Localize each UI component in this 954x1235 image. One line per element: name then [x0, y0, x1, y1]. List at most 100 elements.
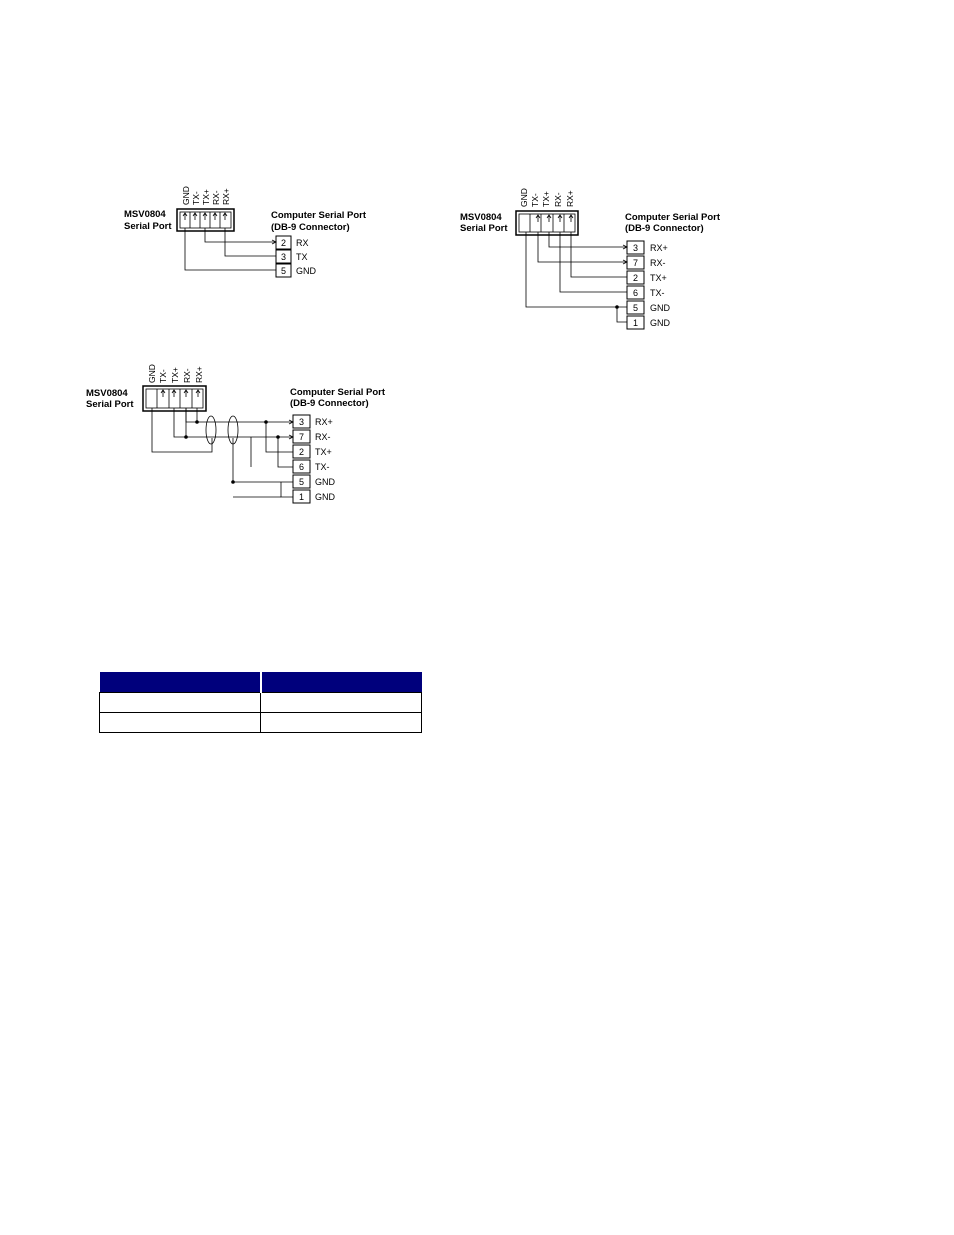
db9-pin-box: [292, 414, 311, 429]
db9-pin-box: [275, 235, 292, 250]
rs485-wiring-diagram: MSV0804 Serial Port GND TX- TX+ RX- RX+ …: [0, 0, 954, 520]
db9-signal-label: TX: [296, 252, 308, 262]
device-label-line1: MSV0804: [86, 388, 128, 399]
device-label-line2: Serial Port: [86, 399, 134, 410]
terminal-dividers: [529, 214, 565, 232]
terminal-arrows: [182, 212, 228, 220]
pin-label-tx-minus: TX-: [158, 369, 168, 383]
db9-pin-box: [275, 263, 292, 278]
terminal-block-inner: [145, 388, 204, 409]
db9-pin-box: [626, 285, 645, 300]
pin-label-tx-plus: TX+: [170, 367, 180, 383]
table-cell: [99, 712, 261, 733]
db9-pin-number: 1: [633, 318, 638, 328]
db9-pin-box: [626, 315, 645, 330]
table-header-cell: [99, 672, 262, 693]
computer-label-line1: Computer Serial Port: [290, 387, 386, 398]
device-label-line1: MSV0804: [124, 209, 166, 220]
terminal-arrows: [160, 389, 201, 397]
twisted-pair-marker: [227, 415, 239, 445]
db9-pin-box: [292, 474, 311, 489]
wire-junction: [264, 420, 268, 424]
pin-label-rx-minus: RX-: [211, 190, 221, 205]
db9-pin-number: 2: [633, 273, 638, 283]
db9-pin-box: [626, 270, 645, 285]
db9-pin-box: [292, 429, 311, 444]
db9-signal-label: GND: [315, 477, 336, 487]
db9-pin-number: 7: [633, 258, 638, 268]
db9-pin-number: 2: [281, 238, 286, 248]
db9-pin-box: [275, 249, 292, 264]
rs422-wiring-diagram: MSV0804 Serial Port GND TX- TX+ RX- RX+ …: [0, 0, 954, 340]
wire-junction: [184, 435, 188, 439]
db9-pin-box: [292, 444, 311, 459]
pin-label-tx-plus: TX+: [541, 191, 551, 207]
db9-pin-box: [626, 300, 645, 315]
terminal-block: [176, 208, 235, 232]
db9-signal-label: TX+: [650, 273, 667, 283]
db9-pin-number: 3: [633, 243, 638, 253]
terminal-block-inner: [518, 213, 576, 233]
rs485-wiring-svg: MSV0804 Serial Port GND TX- TX+ RX- RX+ …: [86, 364, 386, 504]
db9-pin-number: 2: [299, 447, 304, 457]
pin-label-tx-plus: TX+: [201, 189, 211, 205]
computer-label-line2: (DB-9 Connector): [290, 398, 369, 409]
pin-label-gnd: GND: [181, 186, 191, 205]
db9-pin-box: [626, 240, 645, 255]
terminal-block-inner: [179, 211, 232, 229]
db9-pin-number: 6: [633, 288, 638, 298]
db9-signal-label: RX+: [315, 417, 333, 427]
db9-pin-number: 1: [299, 492, 304, 502]
db9-pin-number: 6: [299, 462, 304, 472]
device-label-line1: MSV0804: [460, 212, 502, 223]
db9-signal-label: TX+: [315, 447, 332, 457]
db9-pin-number: 7: [299, 432, 304, 442]
table-cell: [260, 692, 422, 713]
db9-pin-number: 3: [281, 252, 286, 262]
terminal-block: [515, 210, 579, 236]
pin-label-gnd: GND: [519, 188, 529, 207]
rs232-wires: [184, 228, 277, 271]
terminal-dividers: [189, 212, 221, 228]
computer-label-line2: (DB-9 Connector): [271, 222, 350, 233]
table-row: [99, 692, 422, 713]
pin-label-tx-minus: TX-: [191, 191, 201, 205]
terminal-dividers: [156, 389, 193, 408]
rs232-wiring-svg: MSV0804 Serial Port GND TX- TX+ RX- RX+ …: [124, 186, 367, 278]
pin-label-rx-minus: RX-: [553, 192, 563, 207]
db9-pin-number: 5: [299, 477, 304, 487]
db9-signal-label: RX-: [315, 432, 331, 442]
wire-junction: [615, 305, 619, 309]
device-label-line2: Serial Port: [124, 221, 172, 232]
computer-label-line2: (DB-9 Connector): [625, 223, 704, 234]
db9-pin-box: [292, 489, 311, 504]
db9-signal-label: GND: [315, 492, 336, 502]
wire-junction: [231, 480, 235, 484]
rs485-wires: [151, 408, 294, 498]
pin-label-rx-plus: RX+: [221, 188, 231, 205]
db9-signal-label: GND: [650, 303, 671, 313]
db9-signal-label: RX-: [650, 258, 666, 268]
rs422-wires: [525, 232, 628, 323]
computer-label-line1: Computer Serial Port: [625, 212, 721, 223]
db9-pin-number: 5: [281, 266, 286, 276]
pin-label-rx-plus: RX+: [565, 190, 575, 207]
device-label-line2: Serial Port: [460, 223, 508, 234]
table-header-cell: [260, 672, 422, 693]
wire-junction: [195, 420, 199, 424]
db9-pin-number: 5: [633, 303, 638, 313]
terminal-block: [142, 385, 207, 412]
computer-label-line1: Computer Serial Port: [271, 210, 367, 221]
db9-pin-number: 3: [299, 417, 304, 427]
db9-signal-label: GND: [650, 318, 671, 328]
pin-label-rx-plus: RX+: [194, 366, 204, 383]
twisted-pair-marker: [205, 415, 217, 445]
db9-signal-label: GND: [296, 266, 317, 276]
pin-label-gnd: GND: [147, 364, 157, 383]
db9-pin-box: [626, 255, 645, 270]
rs422-wiring-svg: MSV0804 Serial Port GND TX- TX+ RX- RX+ …: [460, 188, 721, 330]
table-header-row: [99, 672, 422, 693]
terminal-arrows: [535, 214, 574, 222]
db9-signal-label: RX: [296, 238, 309, 248]
pin-label-rx-minus: RX-: [182, 368, 192, 383]
